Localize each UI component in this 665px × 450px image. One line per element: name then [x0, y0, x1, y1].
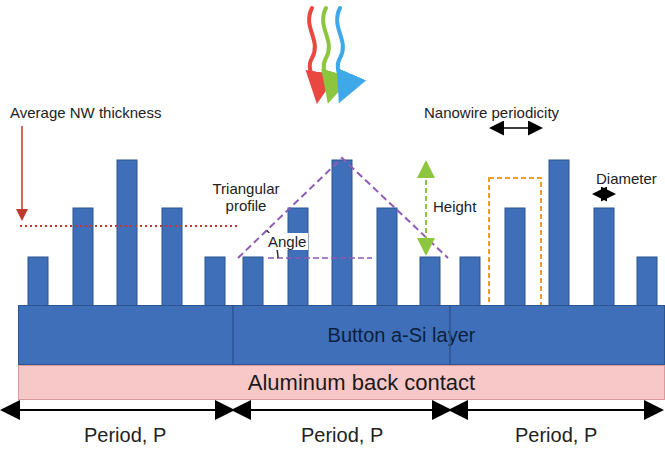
- callout-label: Triangular profile: [203, 180, 289, 214]
- nanowire: [460, 257, 480, 306]
- period-label: Period, P: [84, 424, 166, 447]
- nanowire: [28, 257, 48, 306]
- nanowire: [505, 208, 525, 306]
- angle-base: [268, 257, 372, 259]
- nanowire: [243, 257, 263, 306]
- height-arrow: [425, 164, 427, 252]
- nanowire: [549, 160, 569, 306]
- nanowire: [332, 160, 352, 306]
- period-arrows: [4, 409, 660, 411]
- nanowire: [420, 257, 440, 306]
- nanowire: [377, 208, 397, 306]
- dimension-label: Nanowire periodicity: [424, 104, 559, 121]
- angle-label: Angle: [266, 233, 308, 250]
- leader-arrow: [21, 126, 23, 218]
- nanowire: [594, 208, 614, 306]
- nanowire: [73, 208, 93, 306]
- diameter-arrow: [595, 193, 613, 195]
- period-label: Period, P: [301, 424, 383, 447]
- triangle-profile: [238, 158, 448, 258]
- periodicity-arrow: [492, 127, 540, 129]
- period-label: Period, P: [515, 424, 597, 447]
- back-contact-band: Aluminum back contact: [18, 365, 665, 400]
- nanowire: [288, 208, 308, 306]
- nanowire: [117, 160, 137, 306]
- dimension-label: Average NW thickness: [10, 104, 161, 121]
- average-line: [20, 225, 240, 227]
- nanowire: [637, 257, 657, 306]
- dimension-label: Height: [433, 198, 476, 215]
- nanowire: [162, 208, 182, 306]
- a-si-layer-band: Button a-Si layer: [18, 305, 665, 365]
- band-label: Button a-Si layer: [328, 324, 476, 347]
- band-label: Aluminum back contact: [248, 370, 475, 396]
- dimension-label: Diameter: [596, 170, 657, 187]
- light-rays: [309, 8, 343, 96]
- nanowire: [205, 257, 225, 306]
- nanowires: [28, 160, 657, 306]
